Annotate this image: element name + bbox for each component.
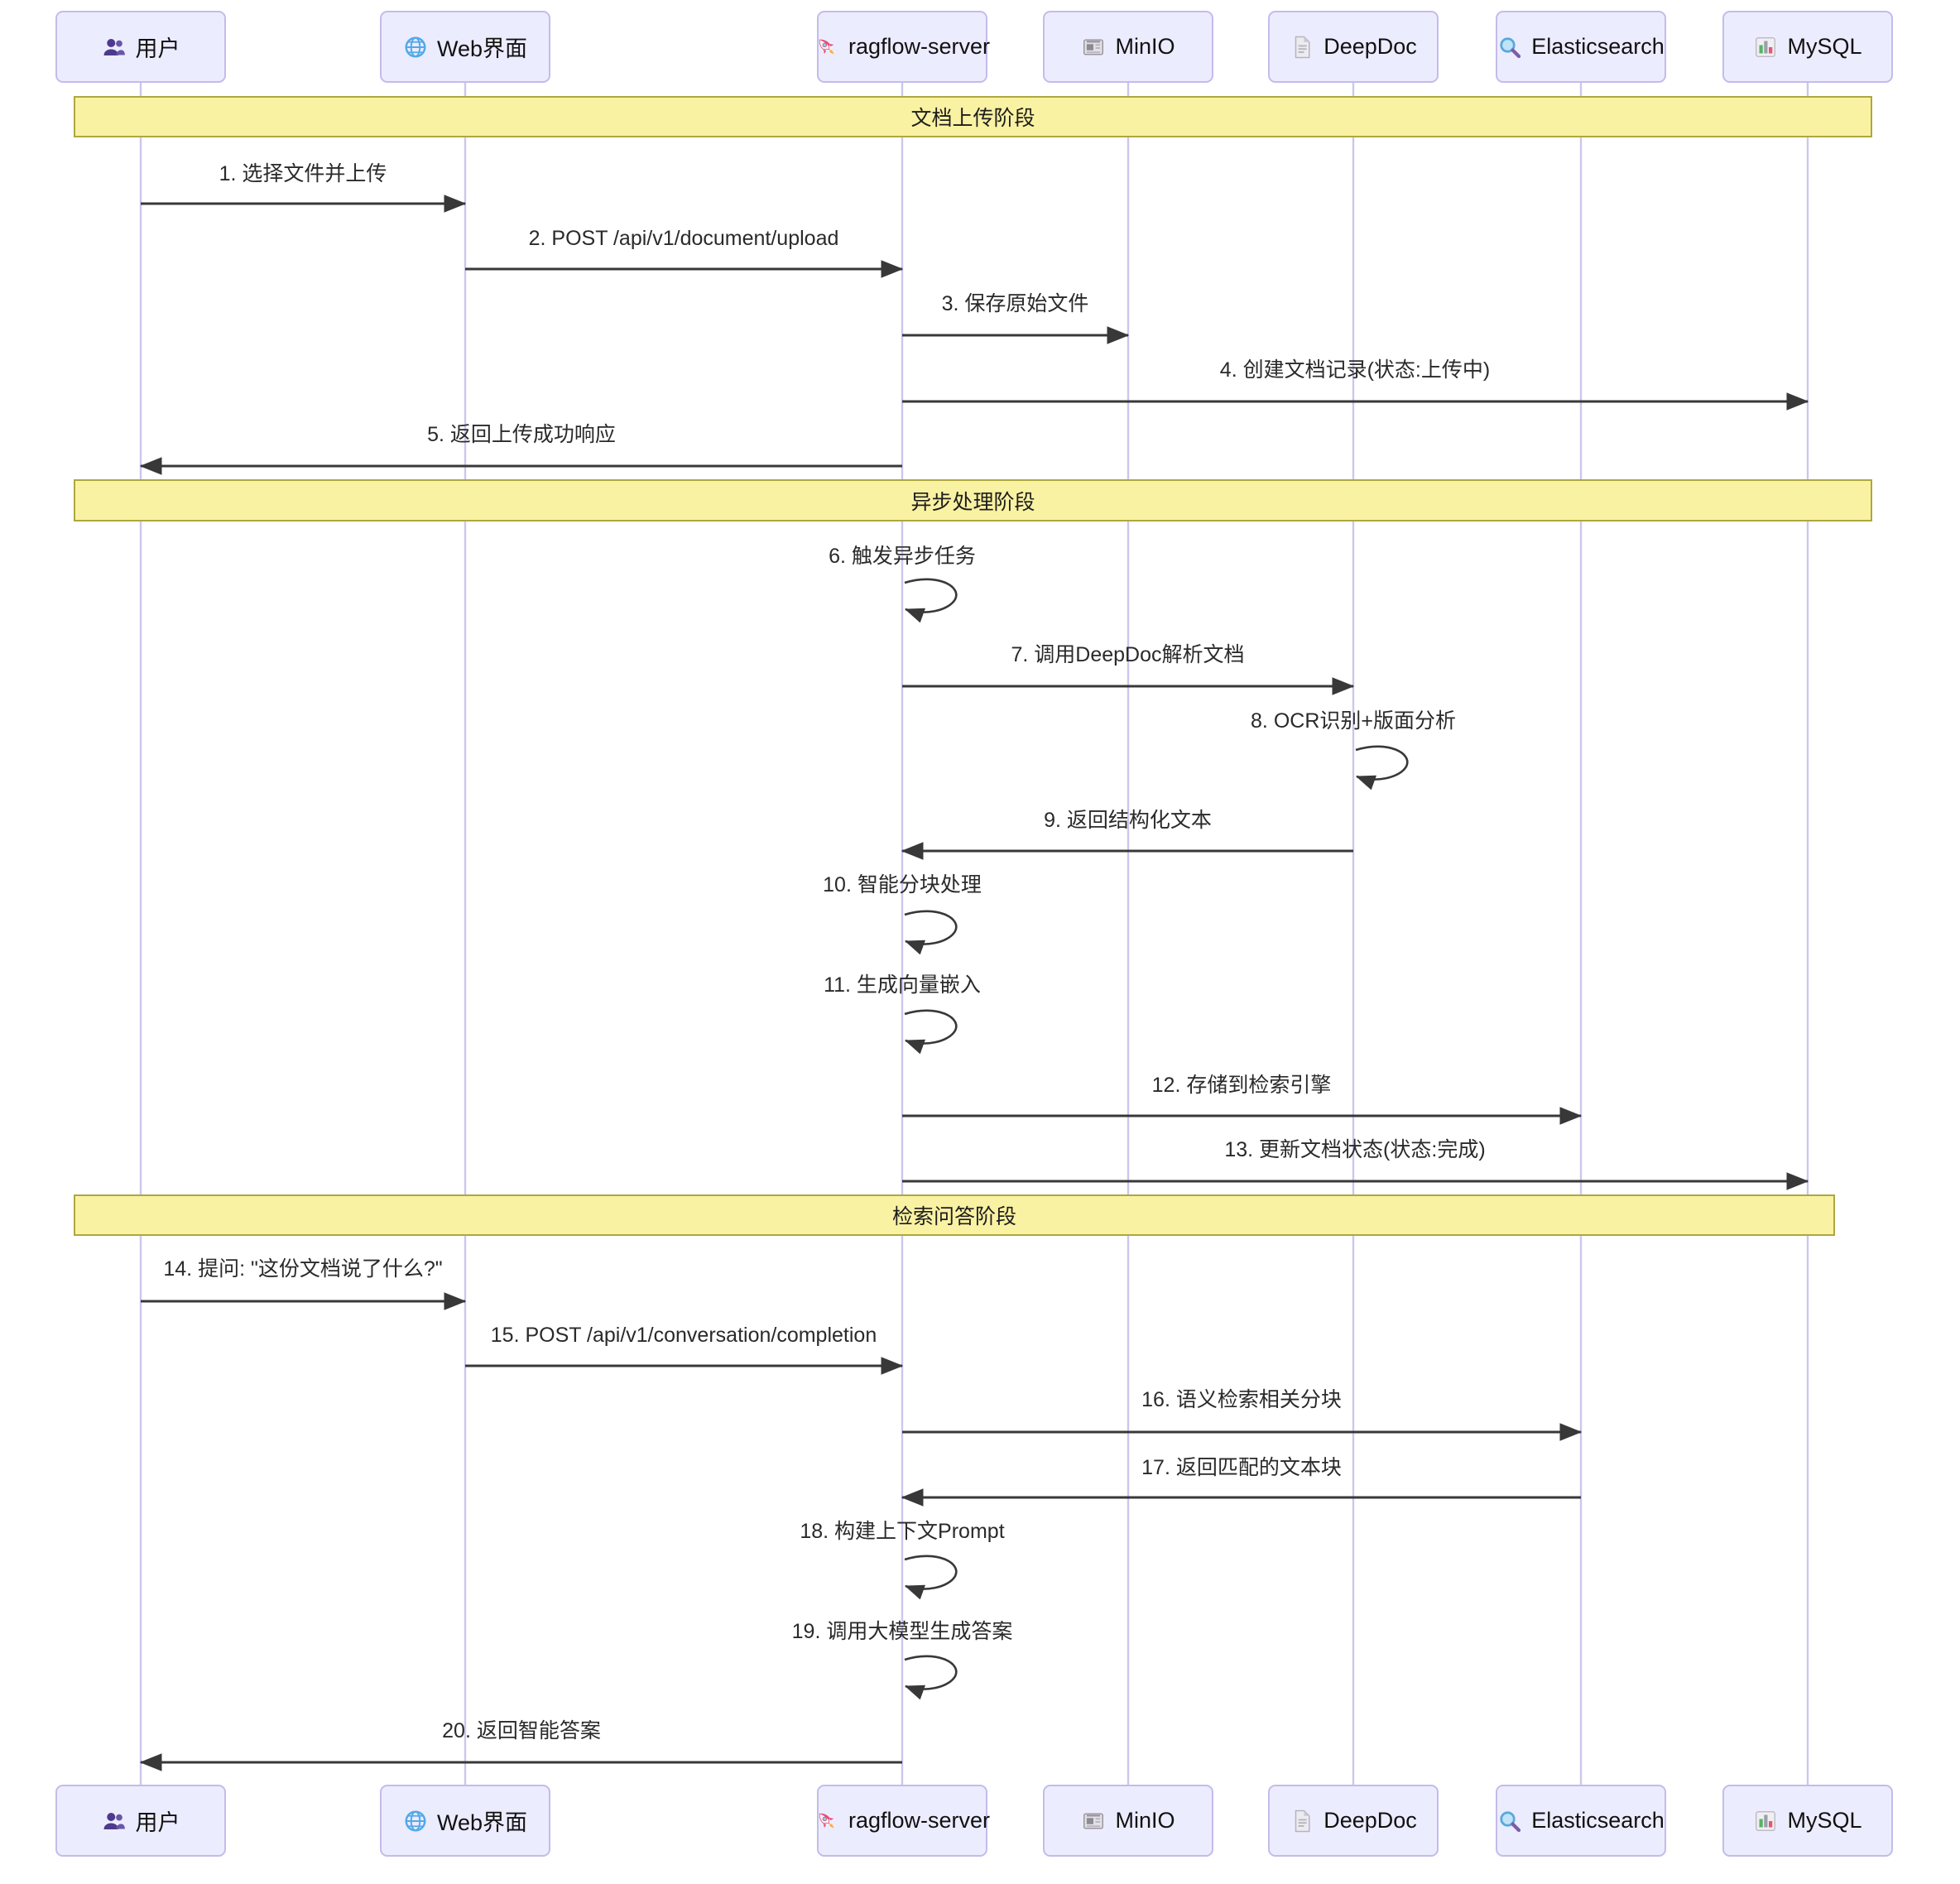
- actor-label: 用户: [135, 1810, 180, 1835]
- users-icon: [102, 35, 127, 60]
- message-3-label: 3. 保存原始文件: [941, 292, 1089, 315]
- actor-label: Web界面: [436, 36, 528, 61]
- message-6-label: 6. 触发异步任务: [829, 545, 976, 568]
- actor-label: Web界面: [436, 1810, 528, 1835]
- globe-icon: [403, 1809, 428, 1834]
- actor-label: ragflow-server: [848, 34, 991, 59]
- actor-deepdoc-top: DeepDoc: [1268, 11, 1439, 83]
- actor-minio-top: MinIO: [1043, 11, 1213, 83]
- globe-icon: [403, 35, 428, 60]
- bar-chart-icon: [1753, 1809, 1778, 1834]
- actor-user-bottom: 用户: [55, 1785, 226, 1857]
- actor-label: DeepDoc: [1323, 34, 1417, 59]
- message-17-label: 17. 返回匹配的文本块: [1141, 1456, 1342, 1479]
- document-icon: [1290, 35, 1314, 60]
- message-10-self-loop-arrow: [904, 910, 958, 955]
- message-8-label: 8. OCR识别+版面分析: [1251, 709, 1456, 733]
- actor-es-top: Elasticsearch: [1496, 11, 1666, 83]
- message-14-label: 14. 提问: "这份文档说了什么?": [163, 1257, 443, 1281]
- actor-label: Elasticsearch: [1531, 34, 1665, 59]
- phase-band-2: 异步处理阶段: [74, 479, 1872, 521]
- users-icon: [102, 1809, 127, 1834]
- message-15-label: 15. POST /api/v1/conversation/completion: [490, 1324, 877, 1347]
- document-icon: [1290, 1809, 1314, 1834]
- actor-user-top: 用户: [55, 11, 226, 83]
- bar-chart-icon: [1753, 35, 1778, 60]
- rocket-icon: [814, 35, 839, 60]
- actor-label: MinIO: [1115, 1808, 1175, 1833]
- message-16-label: 16. 语义检索相关分块: [1141, 1388, 1342, 1411]
- message-19-label: 19. 调用大模型生成答案: [791, 1620, 1013, 1643]
- rocket-icon: [814, 1809, 839, 1834]
- newspaper-icon: [1081, 35, 1106, 60]
- message-10-label: 10. 智能分块处理: [823, 873, 982, 896]
- phase-band-3: 检索问答阶段: [74, 1194, 1835, 1236]
- actor-web-top: Web界面: [380, 11, 550, 83]
- actor-es-bottom: Elasticsearch: [1496, 1785, 1666, 1857]
- phase-band-label: 文档上传阶段: [910, 107, 1035, 130]
- actor-label: 用户: [135, 36, 180, 61]
- message-9-label: 9. 返回结构化文本: [1044, 809, 1212, 832]
- message-6-self-loop-arrow: [904, 578, 958, 623]
- actor-mysql-bottom: MySQL: [1722, 1785, 1893, 1857]
- actor-deepdoc-bottom: DeepDoc: [1268, 1785, 1439, 1857]
- message-13-label: 13. 更新文档状态(状态:完成): [1224, 1138, 1486, 1161]
- actor-label: DeepDoc: [1323, 1808, 1417, 1833]
- actor-mysql-top: MySQL: [1722, 11, 1893, 83]
- message-11-self-loop-arrow: [904, 1009, 958, 1055]
- message-19-self-loop-arrow: [904, 1655, 958, 1700]
- message-4-label: 4. 创建文档记录(状态:上传中): [1219, 358, 1491, 382]
- message-18-label: 18. 构建上下文Prompt: [800, 1520, 1005, 1543]
- phase-band-1: 文档上传阶段: [74, 96, 1872, 137]
- phase-band-label: 异步处理阶段: [910, 490, 1035, 514]
- message-5-label: 5. 返回上传成功响应: [427, 423, 616, 446]
- message-7-label: 7. 调用DeepDoc解析文档: [1011, 643, 1245, 666]
- search-icon: [1497, 1809, 1522, 1834]
- newspaper-icon: [1081, 1809, 1106, 1834]
- message-18-self-loop-arrow: [904, 1555, 958, 1600]
- actor-label: MySQL: [1787, 34, 1862, 59]
- search-icon: [1497, 35, 1522, 60]
- message-8-self-loop-arrow: [1355, 745, 1409, 791]
- actor-ragflow-bottom: ragflow-server: [814, 1785, 991, 1857]
- message-2-label: 2. POST /api/v1/document/upload: [528, 227, 839, 250]
- message-11-label: 11. 生成向量嵌入: [824, 973, 981, 997]
- actor-ragflow-top: ragflow-server: [814, 11, 991, 83]
- actor-label: MySQL: [1787, 1808, 1862, 1833]
- message-20-label: 20. 返回智能答案: [442, 1719, 601, 1742]
- actor-label: Elasticsearch: [1531, 1808, 1665, 1833]
- message-12-label: 12. 存储到检索引擎: [1151, 1074, 1332, 1097]
- actor-label: ragflow-server: [848, 1808, 991, 1833]
- actor-web-bottom: Web界面: [380, 1785, 550, 1857]
- actor-label: MinIO: [1115, 34, 1175, 59]
- message-1-label: 1. 选择文件并上传: [219, 162, 387, 185]
- phase-band-label: 检索问答阶段: [891, 1205, 1016, 1228]
- actor-minio-bottom: MinIO: [1043, 1785, 1213, 1857]
